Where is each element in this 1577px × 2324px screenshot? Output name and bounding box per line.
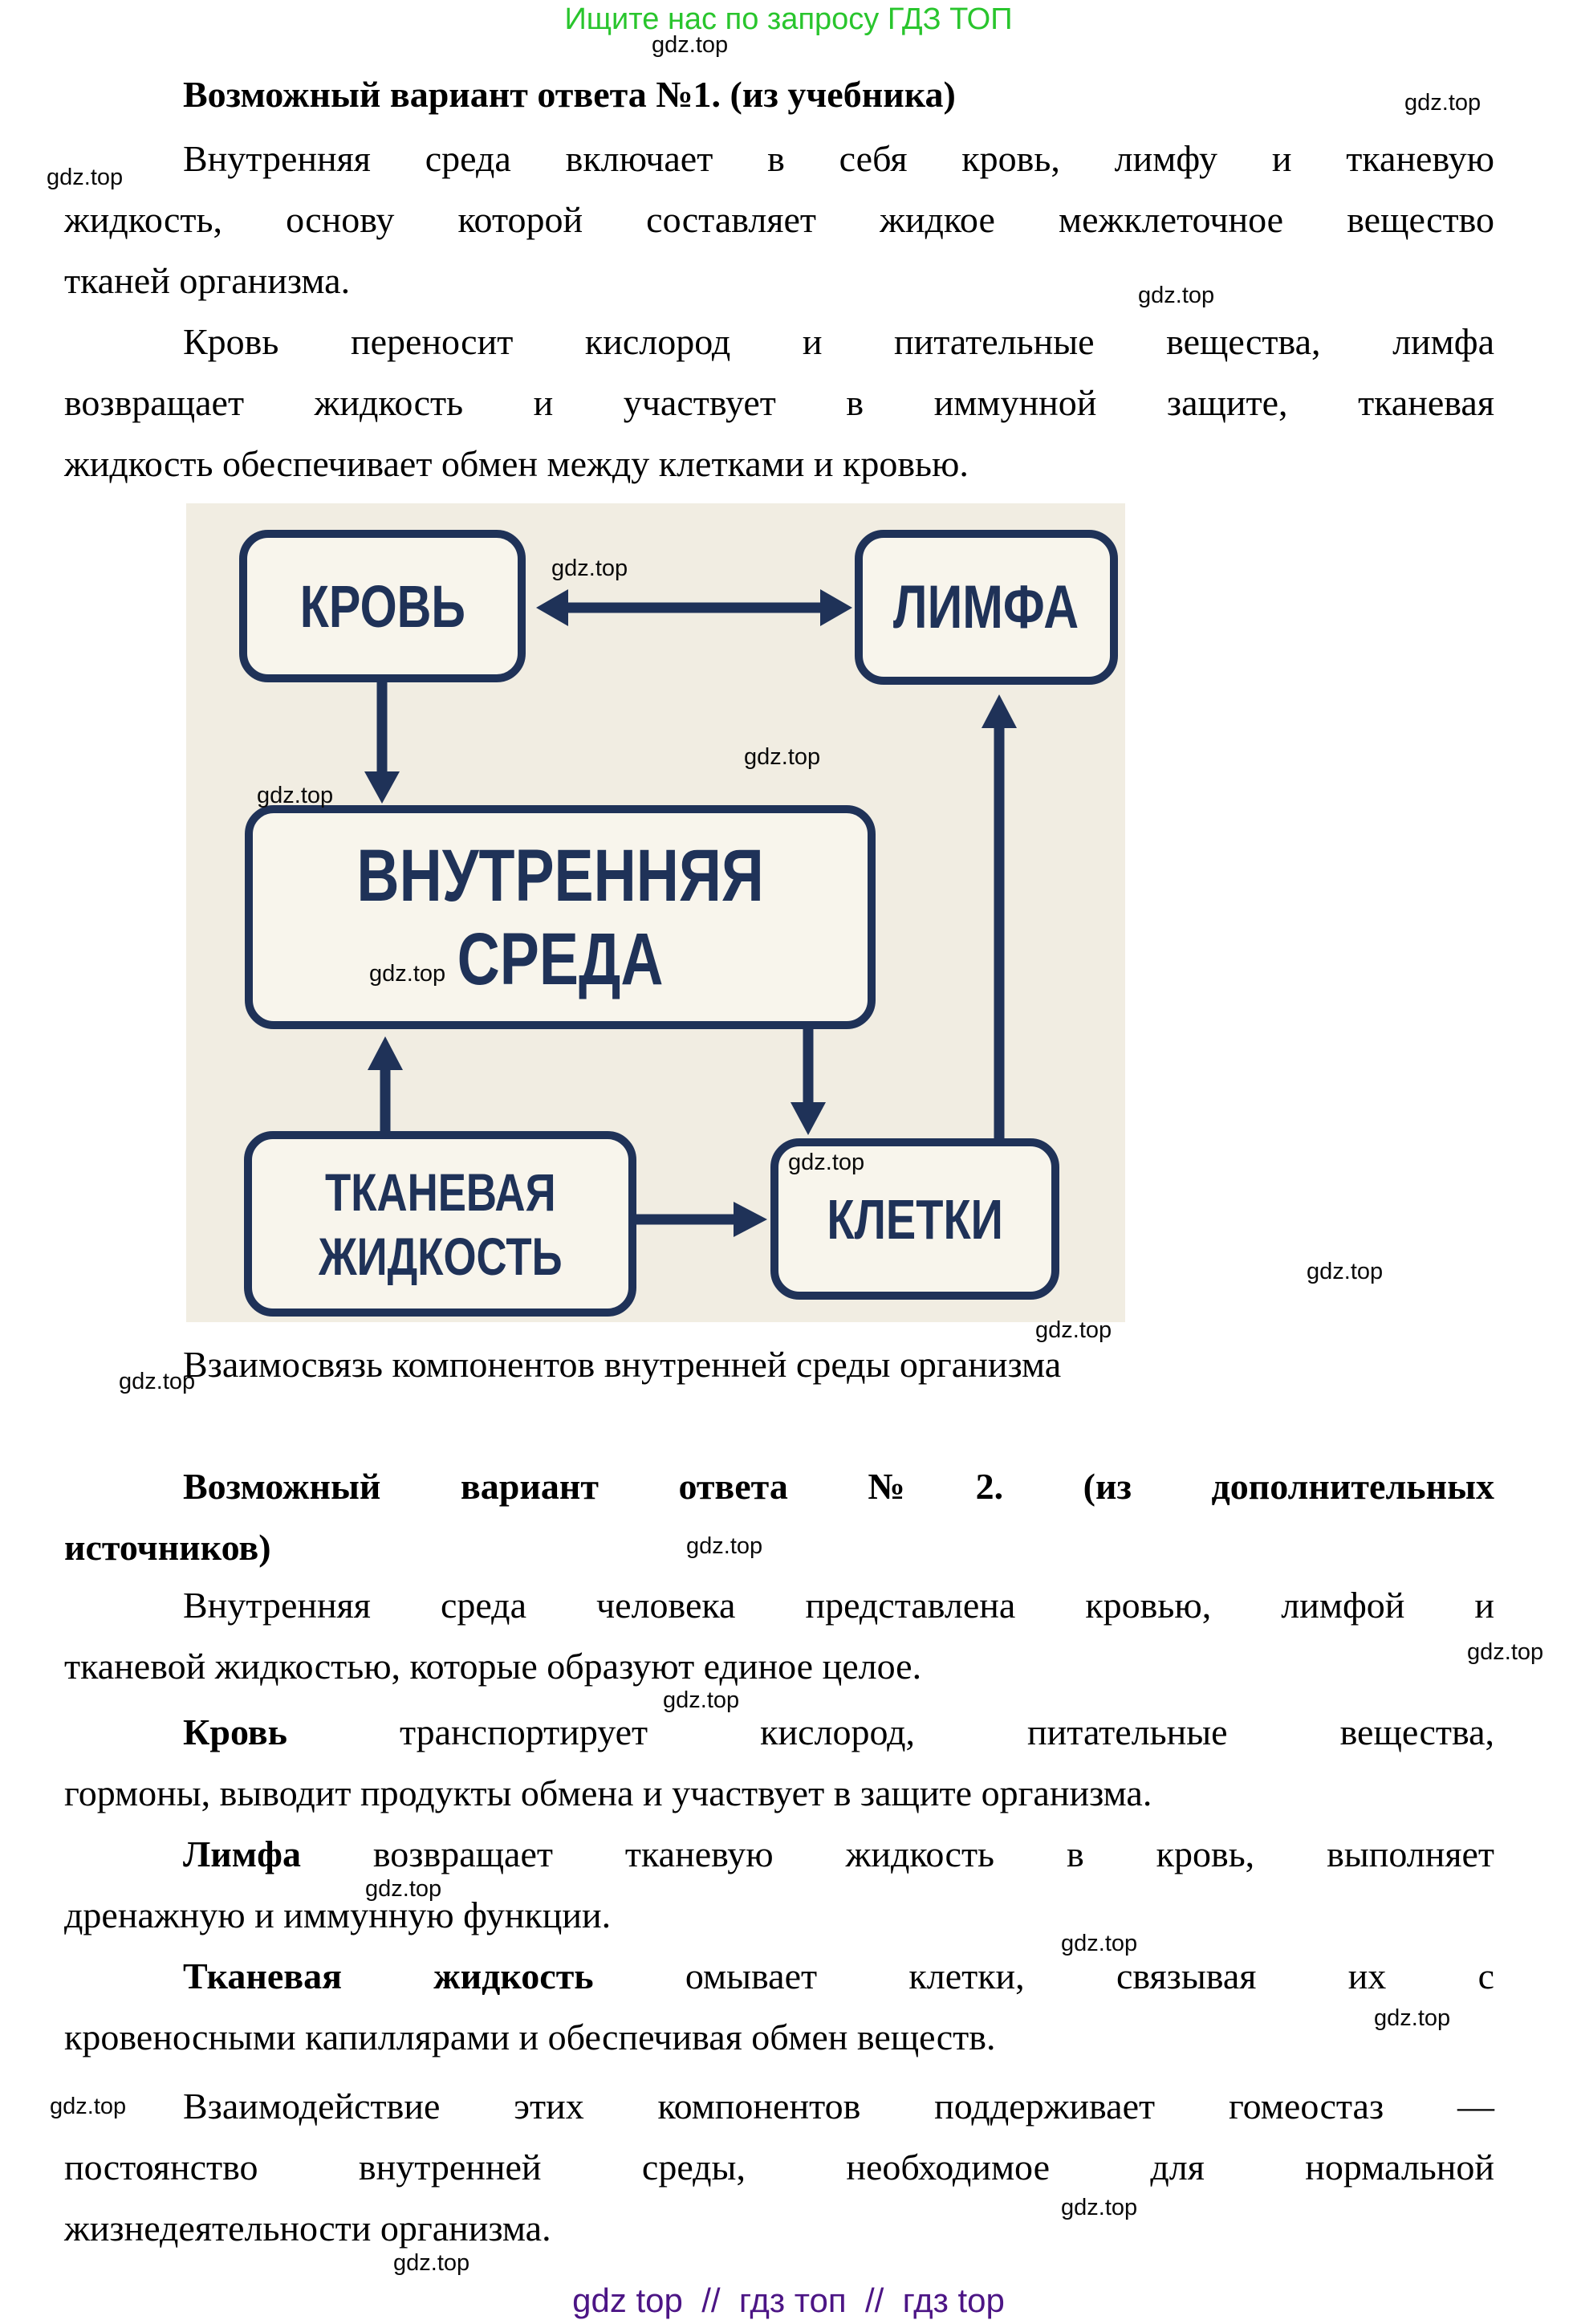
diagram-node-tissue-line1: ТКАНЕВАЯ — [324, 1162, 556, 1222]
diagram-arrows — [364, 589, 1017, 1237]
watermark: gdz.top — [663, 1687, 740, 1713]
arrow-tissue-to-internal — [368, 1036, 403, 1133]
diagram-node-tissue-line2: ЖИДКОСТЬ — [318, 1226, 563, 1286]
watermark: gdz.top — [1404, 90, 1481, 116]
watermark: gdz.top — [365, 1876, 442, 1902]
text-line: Взаимосвязь компонентов внутренней среды… — [183, 1344, 1062, 1385]
diagram-node-tissue-label: ТКАНЕВАЯ ЖИДКОСТЬ — [319, 1160, 563, 1288]
text-line: Лимфа возвращает тканевую жидкость в кро… — [183, 1834, 1494, 1874]
arrow-tissue-to-cells — [635, 1202, 767, 1237]
text-line: Тканевая жидкость омывает клетки, связыв… — [183, 1956, 1495, 1996]
text-line: Возможный вариант ответа №2. (из дополни… — [183, 1466, 1494, 1507]
text-line: постоянство внутренней среды, необходимо… — [64, 2147, 1494, 2188]
diagram-node-internal-label: ВНУТРЕННЯЯ СРЕДА — [356, 834, 763, 1001]
watermark: gdz.top — [1061, 2195, 1138, 2220]
diagram-node-internal-line1: ВНУТРЕННЯЯ — [356, 834, 764, 917]
diagram-node-internal-environment: ВНУТРЕННЯЯ СРЕДА — [245, 805, 876, 1029]
diagram-caption: Взаимосвязь компонентов внутренней среды… — [64, 1334, 1494, 1395]
text-line: Кровь переносит кислород и питательные в… — [183, 321, 1494, 362]
paragraph: Внутренняя среда включает в себя кровь, … — [64, 128, 1494, 311]
watermark: gdz.top — [551, 556, 628, 581]
lead-term: Тканевая жидкость — [183, 1956, 594, 1996]
text-line: кровеносными капиллярами и обеспечивая о… — [64, 2017, 996, 2057]
arrow-blood-lymph-double — [536, 589, 852, 626]
text-line: жидкость, основу которой составляет жидк… — [64, 199, 1494, 240]
text-line: гормоны, выводит продукты обмена и участ… — [64, 1773, 1152, 1813]
watermark: gdz.top — [47, 165, 124, 190]
paragraph: Взаимодействие этих компонентов поддержи… — [64, 2076, 1494, 2259]
watermark: gdz.top — [50, 2094, 127, 2119]
answer1-title: Возможный вариант ответа №1. (из учебник… — [64, 64, 1494, 125]
watermark: gdz.top — [393, 2250, 470, 2276]
diagram-node-cells: КЛЕТКИ — [770, 1138, 1059, 1300]
watermark: gdz.top — [686, 1533, 763, 1559]
text-line: жидкость обеспечивает обмен между клетка… — [64, 443, 969, 484]
arrow-internal-to-cells — [791, 1028, 826, 1135]
paragraph: Кровь переносит кислород и питательные в… — [64, 311, 1494, 495]
diagram-node-cells-label: КЛЕТКИ — [827, 1187, 1003, 1251]
diagram-internal-environment: КРОВЬ ЛИМФА ВНУТРЕННЯЯ СРЕДА ТКАНЕВАЯ ЖИ… — [186, 503, 1125, 1322]
text-line: источников) — [64, 1527, 271, 1568]
lead-term: Кровь — [183, 1711, 287, 1752]
text-line: возвращает жидкость и участвует в иммунн… — [64, 382, 1494, 423]
promo-banner: Ищите нас по запросу ГДЗ ТОП — [564, 2, 1013, 36]
diagram-node-lymph: ЛИМФА — [855, 530, 1118, 685]
watermark: gdz.top — [257, 783, 334, 808]
text-line: Взаимодействие этих компонентов поддержи… — [183, 2086, 1494, 2127]
text-line: Внутренняя среда человека представлена к… — [183, 1585, 1494, 1626]
watermark: gdz.top — [119, 1369, 196, 1394]
paragraph: Кровь транспортирует кислород, питательн… — [64, 1702, 1494, 1824]
watermark: gdz.top — [652, 32, 729, 58]
watermark: gdz.top — [1035, 1317, 1112, 1343]
paragraph: Лимфа возвращает тканевую жидкость в кро… — [64, 1824, 1494, 1946]
lead-term: Лимфа — [183, 1834, 301, 1874]
text-line: Кровь транспортирует кислород, питательн… — [183, 1711, 1494, 1752]
diagram-node-blood-label: КРОВЬ — [299, 572, 465, 640]
watermark: gdz.top — [369, 961, 446, 987]
watermark: gdz.top — [788, 1150, 865, 1175]
text-line: Внутренняя среда включает в себя кровь, … — [183, 138, 1494, 179]
diagram-node-lymph-label: ЛИМФА — [893, 573, 1079, 641]
text-line: Возможный вариант ответа №1. (из учебник… — [183, 74, 956, 115]
diagram-node-tissue-fluid: ТКАНЕВАЯ ЖИДКОСТЬ — [244, 1131, 636, 1317]
paragraph: Тканевая жидкость омывает клетки, связыв… — [64, 1946, 1494, 2068]
watermark: gdz.top — [1374, 2005, 1451, 2031]
watermark: gdz.top — [1467, 1639, 1544, 1665]
watermark: gdz.top — [1138, 283, 1215, 308]
footer-links: gdz top // гдз топ // гдз top — [572, 2281, 1005, 2319]
diagram-node-blood: КРОВЬ — [239, 530, 526, 682]
text-line: тканевой жидкостью, которые образуют еди… — [64, 1646, 922, 1687]
paragraph: Внутренняя среда человека представлена к… — [64, 1575, 1494, 1697]
watermark: gdz.top — [1307, 1259, 1384, 1284]
text-line: тканей организма. — [64, 260, 351, 301]
arrow-blood-to-internal — [364, 682, 400, 804]
answer2-title: Возможный вариант ответа №2. (из дополни… — [64, 1456, 1494, 1578]
text-line: дренажную и иммунную функции. — [64, 1895, 612, 1935]
text-line: жизнедеятельности организма. — [64, 2208, 551, 2249]
watermark: gdz.top — [1061, 1931, 1138, 1956]
arrow-cells-to-lymph — [982, 694, 1017, 1139]
watermark: gdz.top — [744, 744, 821, 770]
diagram-node-internal-line2: СРЕДА — [457, 918, 664, 1000]
